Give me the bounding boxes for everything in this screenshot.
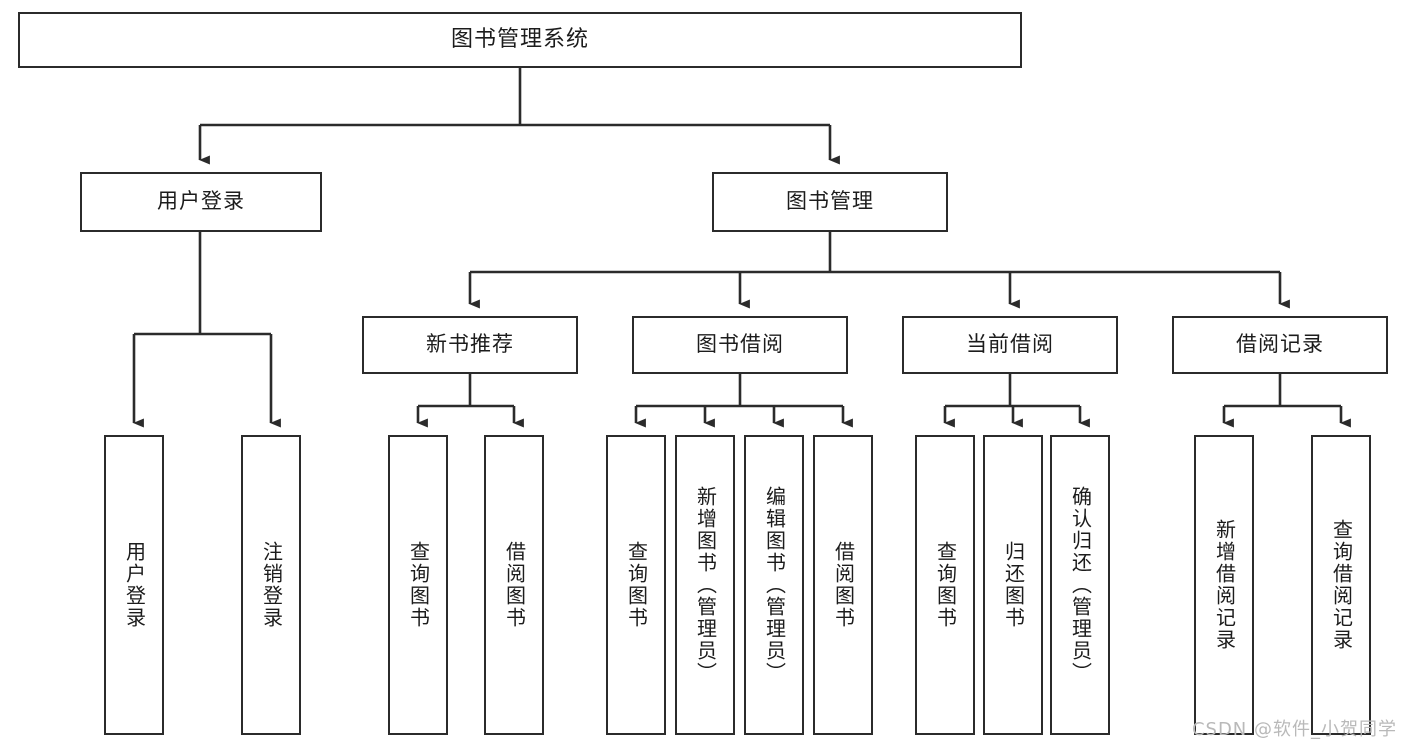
leaf-borrow-book-recommendation[interactable]: 借阅图书 (484, 435, 544, 735)
node-new-book-recommendation[interactable]: 新书推荐 (362, 316, 578, 374)
node-label: 借阅图书 (502, 541, 527, 629)
node-label: 查询借阅记录 (1329, 519, 1354, 651)
node-label: 新书推荐 (426, 332, 514, 357)
leaf-query-book-borrow[interactable]: 查询图书 (606, 435, 666, 735)
node-label: 编辑图书（管理员） (762, 486, 787, 684)
node-book-borrow[interactable]: 图书借阅 (632, 316, 848, 374)
node-current-borrow[interactable]: 当前借阅 (902, 316, 1118, 374)
node-label: 用户登录 (122, 541, 147, 629)
leaf-query-book-current[interactable]: 查询图书 (915, 435, 975, 735)
leaf-add-borrow-record[interactable]: 新增借阅记录 (1194, 435, 1254, 735)
node-label: 图书管理 (786, 189, 874, 214)
leaf-query-borrow-record[interactable]: 查询借阅记录 (1311, 435, 1371, 735)
leaf-edit-book-admin[interactable]: 编辑图书（管理员） (744, 435, 804, 735)
leaf-confirm-return-admin[interactable]: 确认归还（管理员） (1050, 435, 1110, 735)
node-user-login[interactable]: 用户登录 (80, 172, 322, 232)
leaf-user-login[interactable]: 用户登录 (104, 435, 164, 735)
node-label: 确认归还（管理员） (1068, 486, 1093, 684)
node-label: 注销登录 (259, 541, 284, 629)
node-label: 借阅图书 (831, 541, 856, 629)
node-label: 当前借阅 (966, 332, 1054, 357)
node-label: 图书借阅 (696, 332, 784, 357)
leaf-logout[interactable]: 注销登录 (241, 435, 301, 735)
watermark-text: CSDN @软件_小贺同学 (1191, 719, 1397, 740)
node-label: 用户登录 (157, 189, 245, 214)
node-label: 归还图书 (1001, 541, 1026, 629)
node-borrow-record[interactable]: 借阅记录 (1172, 316, 1388, 374)
leaf-query-book-recommendation[interactable]: 查询图书 (388, 435, 448, 735)
node-label: 借阅记录 (1236, 332, 1324, 357)
node-label: 新增图书（管理员） (693, 486, 718, 684)
node-label: 新增借阅记录 (1212, 519, 1237, 651)
node-label: 图书管理系统 (450, 26, 589, 52)
node-label: 查询图书 (933, 541, 958, 629)
node-root-system[interactable]: 图书管理系统 (18, 12, 1022, 68)
node-label: 查询图书 (406, 541, 431, 629)
node-book-management[interactable]: 图书管理 (712, 172, 948, 232)
leaf-add-book-admin[interactable]: 新增图书（管理员） (675, 435, 735, 735)
leaf-return-book[interactable]: 归还图书 (983, 435, 1043, 735)
node-label: 查询图书 (624, 541, 649, 629)
leaf-borrow-book[interactable]: 借阅图书 (813, 435, 873, 735)
